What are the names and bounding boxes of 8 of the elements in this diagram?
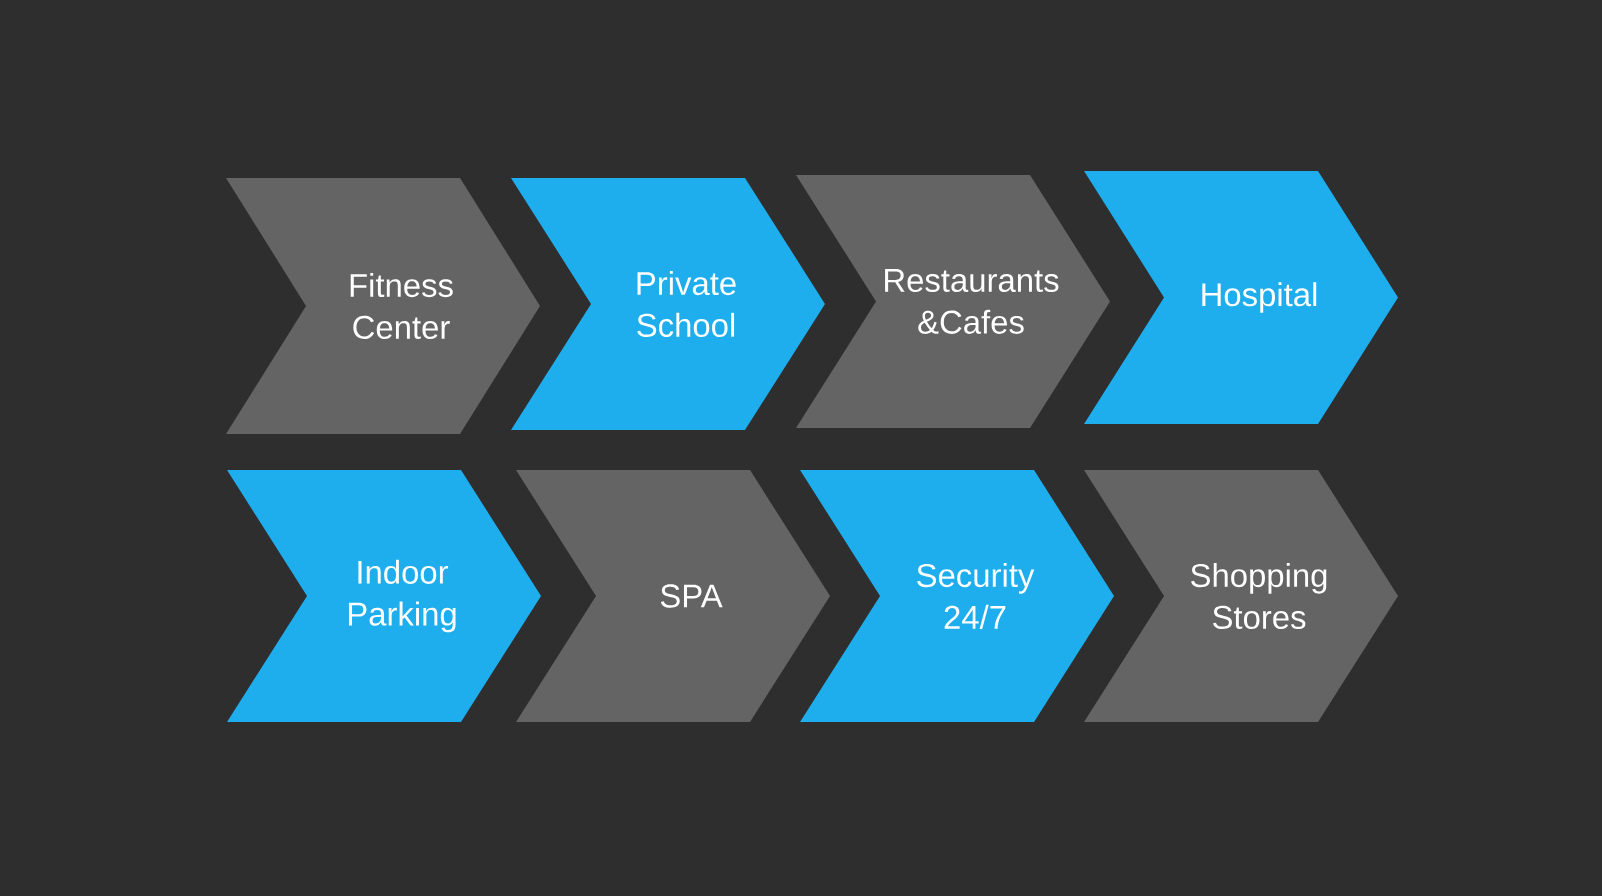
step-box: Security 24/7 (800, 470, 1114, 722)
step-box: Shopping Stores (1084, 470, 1398, 722)
step-box: Indoor Parking (227, 470, 541, 722)
step-box: Fitness Center (226, 178, 540, 434)
step-box: SPA (516, 470, 830, 722)
step-box: Private School (511, 178, 825, 430)
step-box: Restaurants &Cafes (796, 175, 1110, 428)
step-box: Hospital (1084, 171, 1398, 424)
